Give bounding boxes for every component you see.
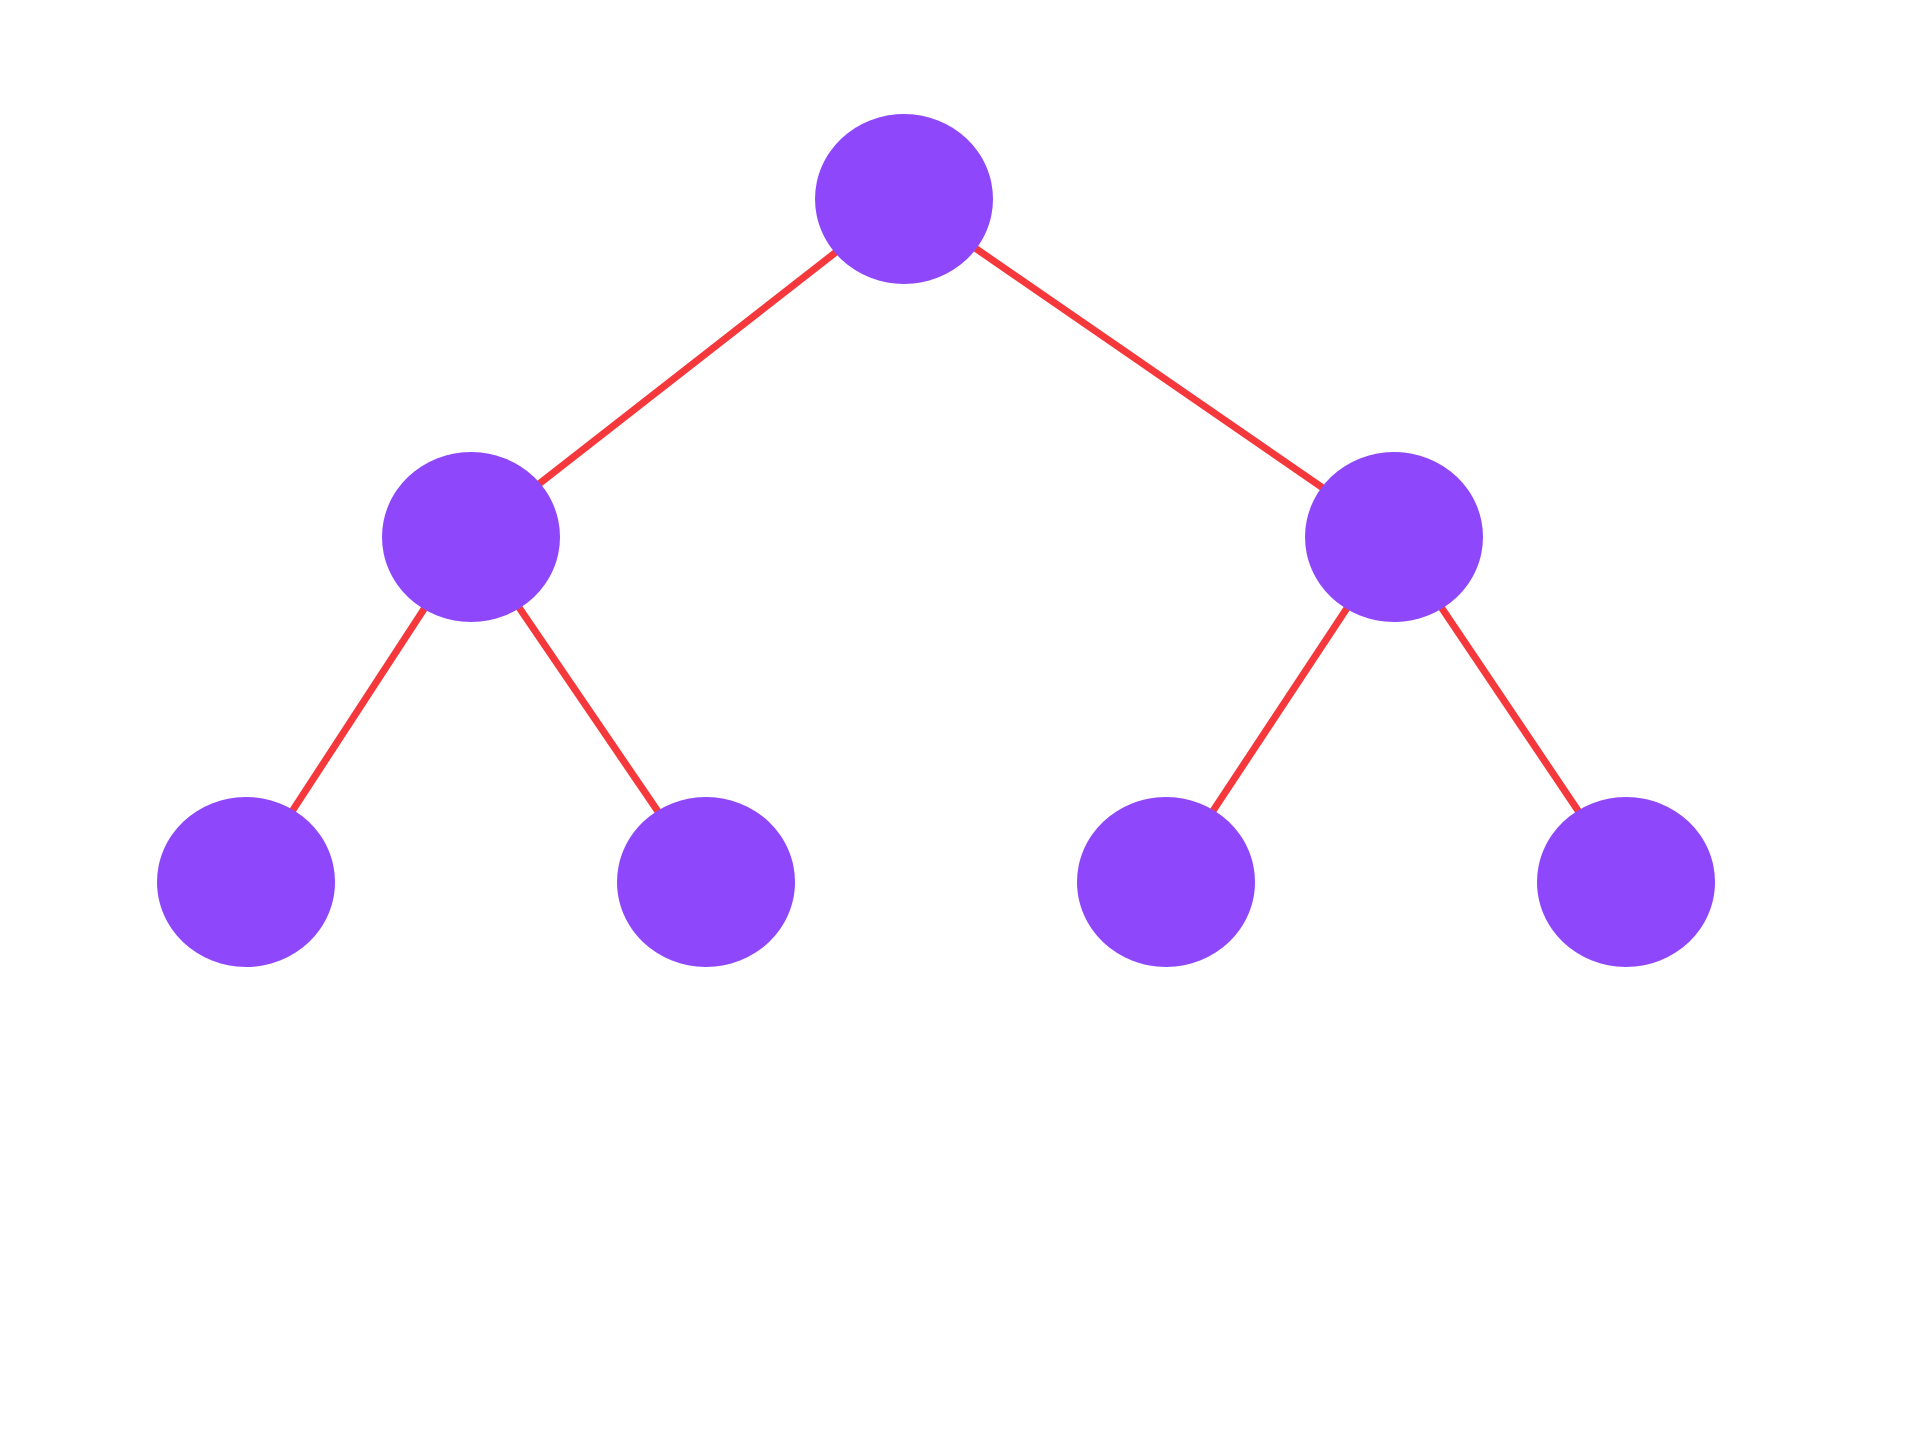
node-right-right-leaf (1537, 797, 1715, 967)
node-left-child (382, 452, 560, 622)
node-right-left-leaf (1077, 797, 1255, 967)
tree-nodes (157, 114, 1715, 967)
edge-root-to-left-child (468, 196, 907, 540)
node-left-left-leaf (157, 797, 335, 967)
node-left-right-leaf (617, 797, 795, 967)
edge-root-to-right-child (902, 196, 1396, 540)
node-root (815, 114, 993, 284)
node-right-child (1305, 452, 1483, 622)
